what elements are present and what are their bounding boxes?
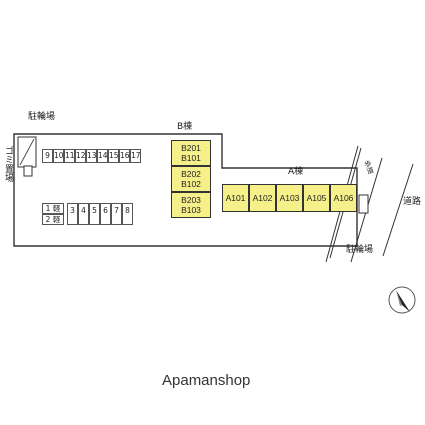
unit-a101: A101 bbox=[222, 184, 249, 212]
unit-a102: A102 bbox=[249, 184, 276, 212]
bicycle-parking-left-hatch bbox=[19, 138, 35, 166]
parking-slot-10: 10 bbox=[53, 149, 64, 163]
parking-slot-14: 14 bbox=[97, 149, 108, 163]
parking-slot-11: 11 bbox=[64, 149, 75, 163]
unit-b201: B201 bbox=[181, 143, 201, 153]
unit-a103: A103 bbox=[276, 184, 303, 212]
unit-a106: A106 bbox=[330, 184, 357, 212]
unit-b101: B101 bbox=[181, 153, 201, 163]
parking-slot-12: 12 bbox=[75, 149, 86, 163]
parking-slot-15: 15 bbox=[108, 149, 119, 163]
parking-slot-9: 9 bbox=[42, 149, 53, 163]
parking-slot-4: 4 bbox=[78, 203, 89, 225]
unit-a105: A105 bbox=[303, 184, 330, 212]
parking-slot-8: 8 bbox=[122, 203, 133, 225]
bicycle-parking-right-box bbox=[358, 194, 369, 214]
building-a-label: A棟 bbox=[288, 167, 304, 177]
lot-outline bbox=[13, 133, 358, 247]
building-b-unit-3: B203 B103 bbox=[171, 192, 211, 218]
building-b-unit-1: B201 B101 bbox=[171, 140, 211, 166]
parking-slot-16: 16 bbox=[119, 149, 130, 163]
parking-slot-2: 2 軽 bbox=[42, 214, 64, 225]
unit-b103: B103 bbox=[181, 205, 201, 215]
road-line-right bbox=[382, 163, 414, 257]
parking-slot-7: 7 bbox=[111, 203, 122, 225]
parking-slot-5: 5 bbox=[89, 203, 100, 225]
brand-logo-text: Apamanshop bbox=[162, 372, 251, 389]
building-b-label: B棟 bbox=[177, 122, 193, 132]
parking-slot-6: 6 bbox=[100, 203, 111, 225]
road-label: 道路 bbox=[403, 197, 422, 207]
parking-slot-17: 17 bbox=[130, 149, 141, 163]
north-arrow-icon bbox=[396, 290, 410, 312]
unit-b203: B203 bbox=[181, 195, 201, 205]
unit-b102: B102 bbox=[181, 179, 201, 189]
garbage-box bbox=[23, 165, 33, 177]
parking-slot-1: 1 軽 bbox=[42, 203, 64, 214]
parking-slot-13: 13 bbox=[86, 149, 97, 163]
garbage-label: ゴミ置場 bbox=[3, 146, 13, 182]
bicycle-parking-left-label: 駐輪場 bbox=[28, 112, 56, 122]
unit-b202: B202 bbox=[181, 169, 201, 179]
building-b-unit-2: B202 B102 bbox=[171, 166, 211, 192]
parking-slot-3: 3 bbox=[67, 203, 78, 225]
bicycle-parking-right-label: 駐輪場 bbox=[346, 245, 374, 255]
